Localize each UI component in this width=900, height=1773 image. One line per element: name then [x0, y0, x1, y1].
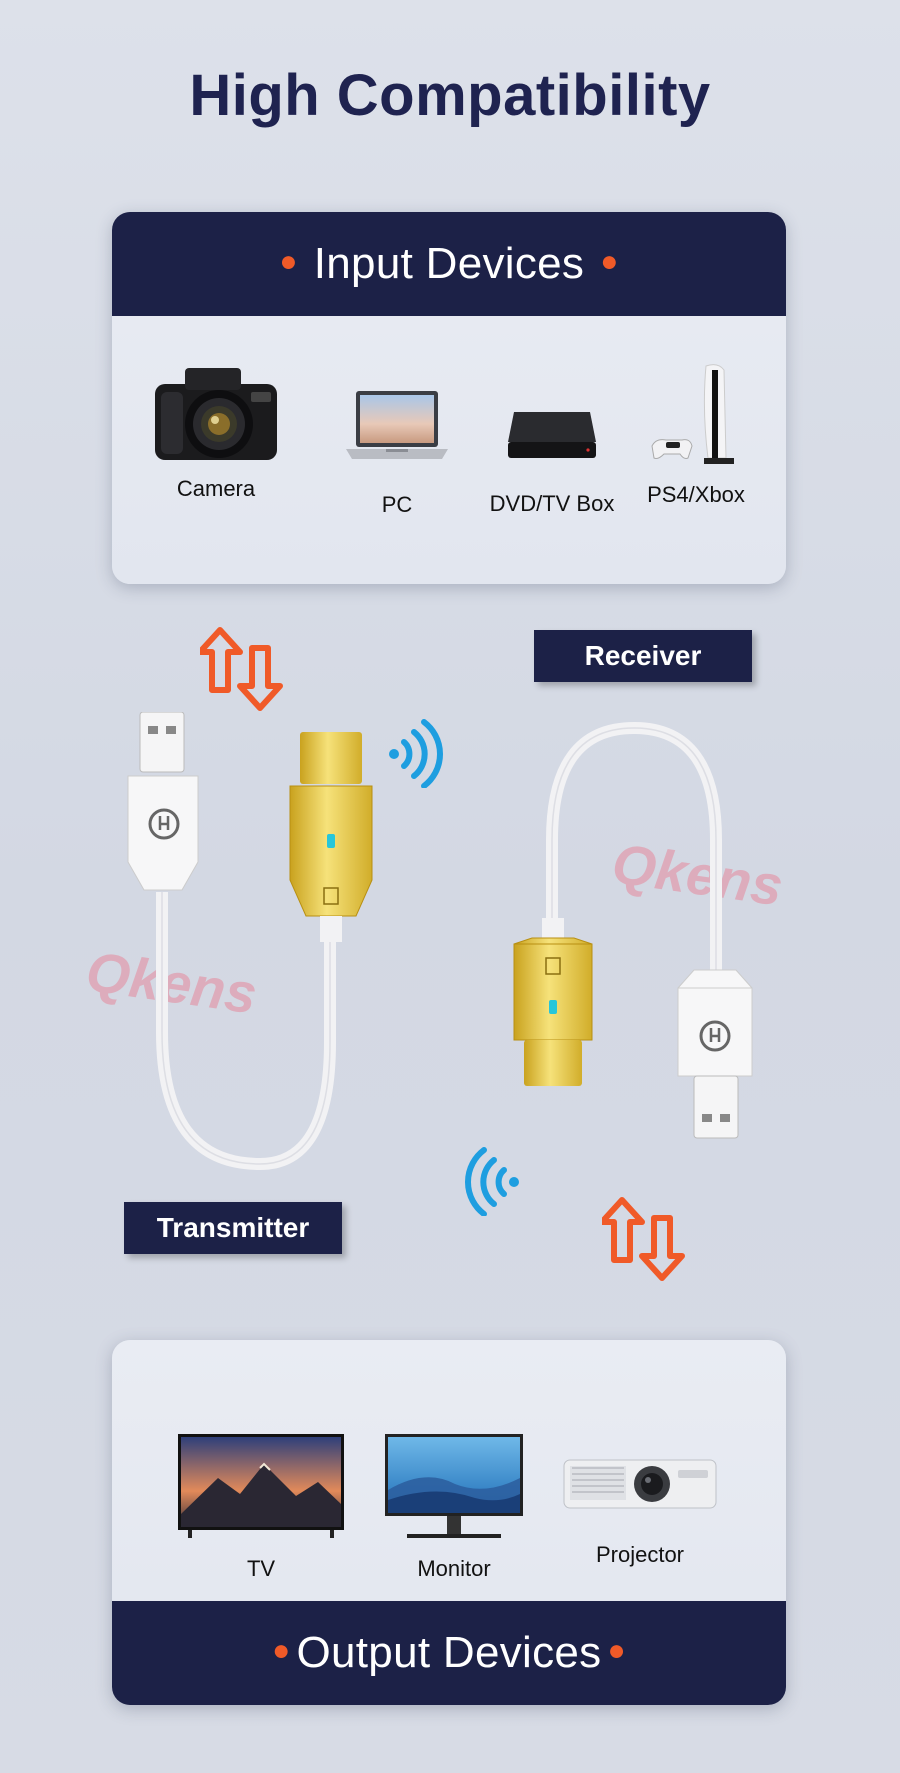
device-label: Camera [176, 476, 256, 501]
transmitter-cable [127, 712, 373, 1171]
bullet-icon: ● [607, 1634, 626, 1667]
device-label: Projector [595, 1542, 685, 1567]
device-pc: PC [337, 387, 457, 518]
receiver-tag: Receiver [534, 630, 752, 682]
device-monitor: Monitor [385, 1434, 523, 1582]
wireless-signal-icon [389, 719, 443, 788]
game-console-icon [651, 364, 734, 464]
laptop-icon [346, 391, 448, 459]
device-tv-box: DVD/TV Box [482, 402, 622, 517]
camera-icon [155, 368, 277, 460]
input-devices-header: ● Input Devices ● [112, 212, 786, 316]
wireless-signal-icon [465, 1147, 519, 1216]
device-label: TV [246, 1556, 276, 1581]
bidirectional-arrows-icon [200, 627, 283, 711]
tv-icon [178, 1434, 344, 1538]
device-camera: Camera [146, 362, 286, 502]
output-devices-heading: Output Devices [296, 1628, 602, 1677]
projector-icon [563, 1459, 717, 1509]
output-devices-card: TV Monitor [112, 1340, 786, 1705]
bullet-icon: ● [272, 1634, 291, 1667]
tv-box-icon [508, 412, 596, 458]
device-projector: Projector [560, 1452, 720, 1568]
bullet-icon: ● [279, 245, 298, 278]
monitor-icon [385, 1434, 523, 1538]
bidirectional-arrows-icon [602, 1197, 685, 1281]
page-title: High Compatibility [189, 63, 711, 128]
bullet-icon: ● [600, 245, 619, 278]
device-label: PS4/Xbox [647, 482, 745, 507]
device-label: Monitor [417, 1556, 491, 1581]
device-label: DVD/TV Box [489, 491, 615, 516]
transmitter-tag: Transmitter [124, 1202, 342, 1254]
output-devices-header: ● Output Devices ● [112, 1601, 786, 1705]
receiver-cable [513, 721, 753, 1139]
device-label: PC [381, 492, 413, 517]
input-devices-card: ● Input Devices ● Camera [112, 212, 786, 584]
input-devices-heading: Input Devices [313, 239, 585, 288]
device-tv: TV [178, 1434, 344, 1582]
device-console: PS4/Xbox [634, 360, 758, 508]
